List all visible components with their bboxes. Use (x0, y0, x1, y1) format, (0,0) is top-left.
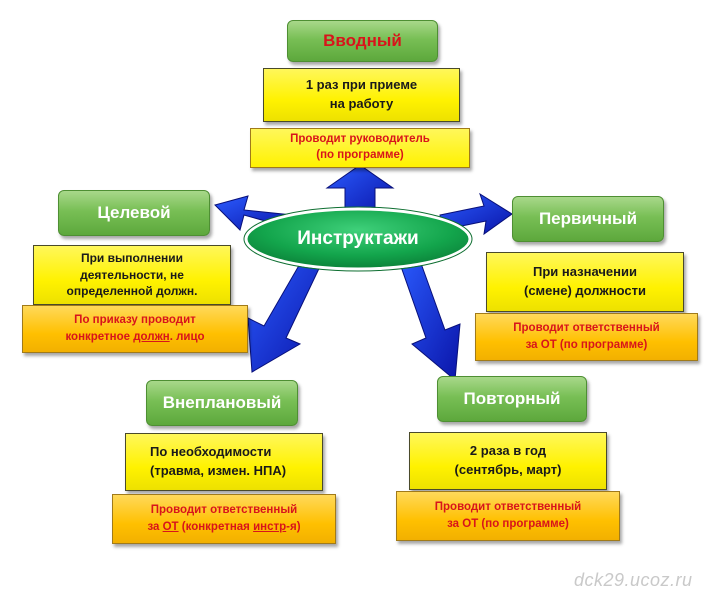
vneplanovy-info-box: По необходимости (травма, измен. НПА) (125, 433, 323, 491)
pervichny-conducts-line: за ОТ (по программе) (525, 339, 648, 351)
vvodny-info-box: 1 раз при приеме на работу (263, 68, 460, 122)
text-part-underlined: должн (133, 331, 170, 343)
text-part-underlined: ОТ (162, 521, 179, 533)
povtorny-info-line: 2 раза в год (469, 443, 547, 459)
vvodny-title-box: Вводный (287, 20, 438, 62)
vvodny-title: Вводный (323, 31, 402, 50)
vneplanovy-info-line: (травма, измен. НПА) (150, 463, 287, 478)
tselevoy-info-line: деятельности, не (80, 267, 184, 282)
vvodny-conducts-box: Проводит руководитель (по программе) (250, 128, 470, 168)
center-label-wrap: Инструктажи (250, 222, 466, 256)
povtorny-info-line: (сентябрь, март) (454, 462, 562, 477)
pervichny-info-line: При назначении (533, 264, 637, 280)
tselevoy-info-line: определенной должн. (66, 284, 198, 299)
tselevoy-info-box: При выполнении деятельности, не определе… (33, 245, 231, 305)
vneplanovy-title-box: Внеплановый (146, 380, 298, 426)
tselevoy-info-line: При выполнении (80, 250, 184, 265)
tselevoy-title-box: Целевой (58, 190, 210, 236)
arrow-lower-right (397, 254, 461, 381)
vneplanovy-title: Внеплановый (162, 393, 282, 412)
tselevoy-conducts-line-2: конкретное должн. лицо (65, 329, 204, 346)
text-part: -я) (286, 521, 301, 533)
pervichny-title: Первичный (538, 209, 638, 228)
vvodny-conducts-line: (по программе) (316, 149, 404, 161)
povtorny-conducts-line: за ОТ (по программе) (447, 518, 569, 530)
povtorny-title-box: Повторный (437, 376, 587, 422)
vvodny-conducts-line: Проводит руководитель (290, 133, 430, 146)
tselevoy-conducts-box: По приказу проводит конкретное должн. ли… (22, 305, 248, 353)
povtorny-conducts-box: Проводит ответственный за ОТ (по програм… (396, 491, 620, 541)
vneplanovy-conducts-line-2: за ОТ (конкретная инстр-я) (147, 519, 300, 536)
text-part: конкретное (65, 331, 134, 343)
center-oval-outline (243, 206, 473, 272)
watermark: dck29.ucoz.ru (574, 570, 693, 591)
povtorny-title: Повторный (463, 389, 561, 408)
pervichny-conducts-box: Проводит ответственный за ОТ (по програм… (475, 313, 698, 361)
pervichny-info-line: (смене) должности (524, 283, 646, 298)
arrow-lower-left (247, 254, 325, 373)
pervichny-info-box: При назначении (смене) должности (486, 252, 684, 312)
text-part: (конкретная (178, 521, 254, 533)
povtorny-conducts-line: Проводит ответственный (434, 501, 582, 514)
vvodny-info-line: на работу (329, 96, 394, 111)
pervichny-conducts-line: Проводит ответственный (513, 322, 660, 335)
text-part: за (147, 521, 163, 533)
tselevoy-conducts-line: По приказу проводит (74, 314, 196, 327)
vneplanovy-info-line: По необходимости (150, 444, 272, 460)
vneplanovy-conducts-box: Проводит ответственный за ОТ (конкретная… (112, 494, 336, 544)
text-part-underlined: инстр (253, 521, 287, 533)
tselevoy-title: Целевой (97, 203, 171, 222)
center-label: Инструктажи (297, 228, 419, 249)
povtorny-info-box: 2 раза в год (сентябрь, март) (409, 432, 607, 490)
center-oval (244, 207, 472, 271)
text-part: . лицо (169, 331, 205, 343)
vvodny-info-line: 1 раз при приеме (305, 77, 418, 93)
watermark-text: dck29.ucoz.ru (574, 570, 693, 590)
vneplanovy-conducts-line: Проводит ответственный (150, 504, 298, 517)
pervichny-title-box: Первичный (512, 196, 664, 242)
